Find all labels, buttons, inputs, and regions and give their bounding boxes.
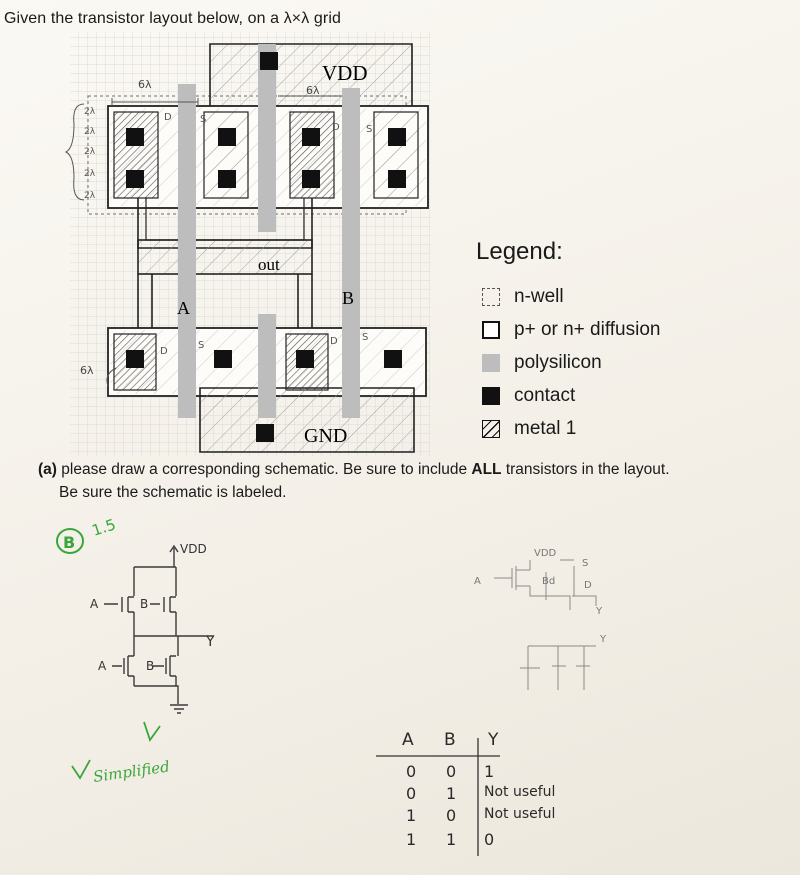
tt-header-b: B <box>444 730 456 750</box>
svg-text:D: D <box>330 336 338 347</box>
input-a-label: A <box>177 298 190 318</box>
legend: Legend: n-well p+ or n+ diffusion polysi… <box>476 238 660 445</box>
stack-marks: 2λ 2λ 2λ 2λ 2λ <box>84 107 96 201</box>
svg-text:Y: Y <box>599 634 607 645</box>
legend-title: Legend: <box>476 238 563 265</box>
svg-text:Bd: Bd <box>542 576 555 587</box>
contacts <box>126 52 406 442</box>
question-prompt: Given the transistor layout below, on a … <box>4 10 341 27</box>
poly-a <box>178 84 196 418</box>
vdd-label: VDD <box>322 61 368 85</box>
svg-text:2λ: 2λ <box>84 107 96 117</box>
output-metal <box>137 239 313 275</box>
poly-mid-top <box>258 44 276 232</box>
hatched-square-icon <box>482 419 500 438</box>
circled-grade: B <box>63 533 75 552</box>
svg-text:S: S <box>198 340 204 351</box>
svg-text:S: S <box>200 114 206 125</box>
svg-text:2λ: 2λ <box>84 127 96 137</box>
svg-text:A: A <box>474 576 481 587</box>
schematic-vdd: VDD <box>180 542 207 556</box>
svg-text:S: S <box>582 558 588 569</box>
svg-text:2λ: 2λ <box>84 169 96 179</box>
svg-text:2λ: 2λ <box>84 191 96 201</box>
gnd-label: GND <box>304 425 347 447</box>
question-a: (a) please draw a corresponding schemati… <box>38 461 670 501</box>
svg-text:D: D <box>160 346 168 357</box>
out-label: out <box>258 255 280 274</box>
legend-item-diffusion: p+ or n+ diffusion <box>476 313 660 346</box>
tt-row: 0 0 1 <box>406 762 495 781</box>
legend-item-polysilicon: polysilicon <box>476 346 660 379</box>
poly-b <box>342 88 360 418</box>
schematic-pmos-a: A <box>90 597 99 611</box>
svg-text:D: D <box>584 580 592 591</box>
tt-row: 1 0 Not useful <box>406 806 556 825</box>
nmos-drain-metal <box>113 333 157 391</box>
legend-item-metal1: metal 1 <box>476 412 660 445</box>
tt-header-y: Y <box>488 730 499 750</box>
tt-row: 1 1 0 <box>406 830 495 849</box>
input-b-label: B <box>342 288 354 308</box>
open-square-icon <box>482 320 500 339</box>
dashed-square-icon <box>482 287 500 306</box>
legend-item-n-well: n-well <box>476 280 660 313</box>
schematic-out: Y <box>205 634 215 650</box>
transistor-layout: VDD GND out A B 6λ 6λ 8λ 6λ 2λ 2λ 2λ 2λ … <box>64 32 430 456</box>
dim-bottom: 6λ <box>80 364 94 377</box>
dim-top: 6λ <box>138 78 152 91</box>
dim-top2: 6λ <box>306 84 320 97</box>
truth-table-lines <box>376 738 500 856</box>
svg-text:2λ: 2λ <box>84 147 96 157</box>
svg-text:S: S <box>362 332 368 343</box>
schematic-sketch <box>104 544 214 714</box>
schematic-nmos-a: A <box>98 659 107 673</box>
tt-header-a: A <box>402 730 414 750</box>
schematic-nmos-b: B <box>146 659 154 673</box>
grader-comment: Simplified <box>92 757 171 786</box>
legend-item-contact: contact <box>476 379 660 412</box>
svg-text:Y: Y <box>595 606 603 617</box>
svg-text:VDD: VDD <box>534 548 557 559</box>
svg-text:D: D <box>164 112 172 123</box>
side-sketch-nmos <box>520 645 596 690</box>
black-square-icon <box>482 386 500 405</box>
schematic-pmos-b: B <box>140 597 148 611</box>
svg-text:D: D <box>332 122 340 133</box>
tt-row: 0 1 Not useful <box>406 784 556 803</box>
side-sketch-pmos <box>494 559 597 610</box>
score: 1.5 <box>90 515 118 539</box>
question-label: (a) <box>38 461 57 478</box>
poly-mid-bottom <box>258 314 276 418</box>
gray-square-icon <box>482 353 500 372</box>
svg-text:S: S <box>366 124 372 135</box>
